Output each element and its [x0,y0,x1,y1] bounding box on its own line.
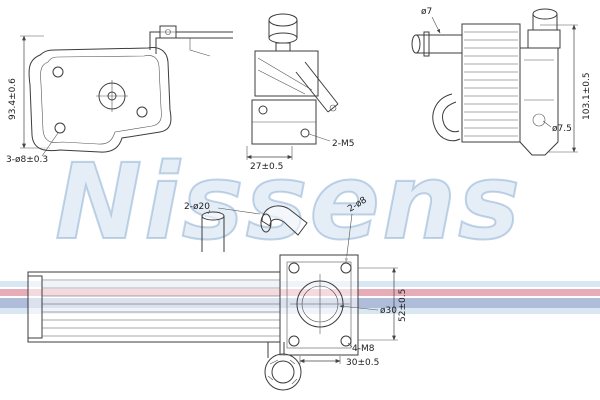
dim-valve-thread: 2-M5 [332,139,354,149]
view-valve: 27±0.5 2-M5 [246,13,354,172]
dim-front-depth: 30±0.5 [346,358,379,368]
dim-cooler-pipe: ø7 [421,7,432,17]
view-bracket: 93.4±0.6 3-ø8±0.3 [6,25,233,165]
dim-front-thread: 4-M8 [352,344,375,354]
dim-bracket-height: 93.4±0.6 [8,78,18,120]
view-cooler-side: ø7 103.1±0.5 ø7.5 [411,7,592,156]
dim-front-height: 52±0.5 [398,289,408,322]
dim-cooler-pipe-small: ø7.5 [552,124,572,134]
dim-bracket-holes: 3-ø8±0.3 [6,155,48,165]
dim-front-holes: 2-ø8 [346,195,369,214]
dim-valve-width: 27±0.5 [250,162,283,172]
dim-front-ports: 2-ø20 [184,202,210,212]
view-cooler-front: 2-ø20 2-ø8 ø30 52±0.5 4-M8 30±0.5 [27,195,408,391]
dim-front-bore: ø30 [380,306,397,316]
dim-cooler-height: 103.1±0.5 [582,72,592,120]
